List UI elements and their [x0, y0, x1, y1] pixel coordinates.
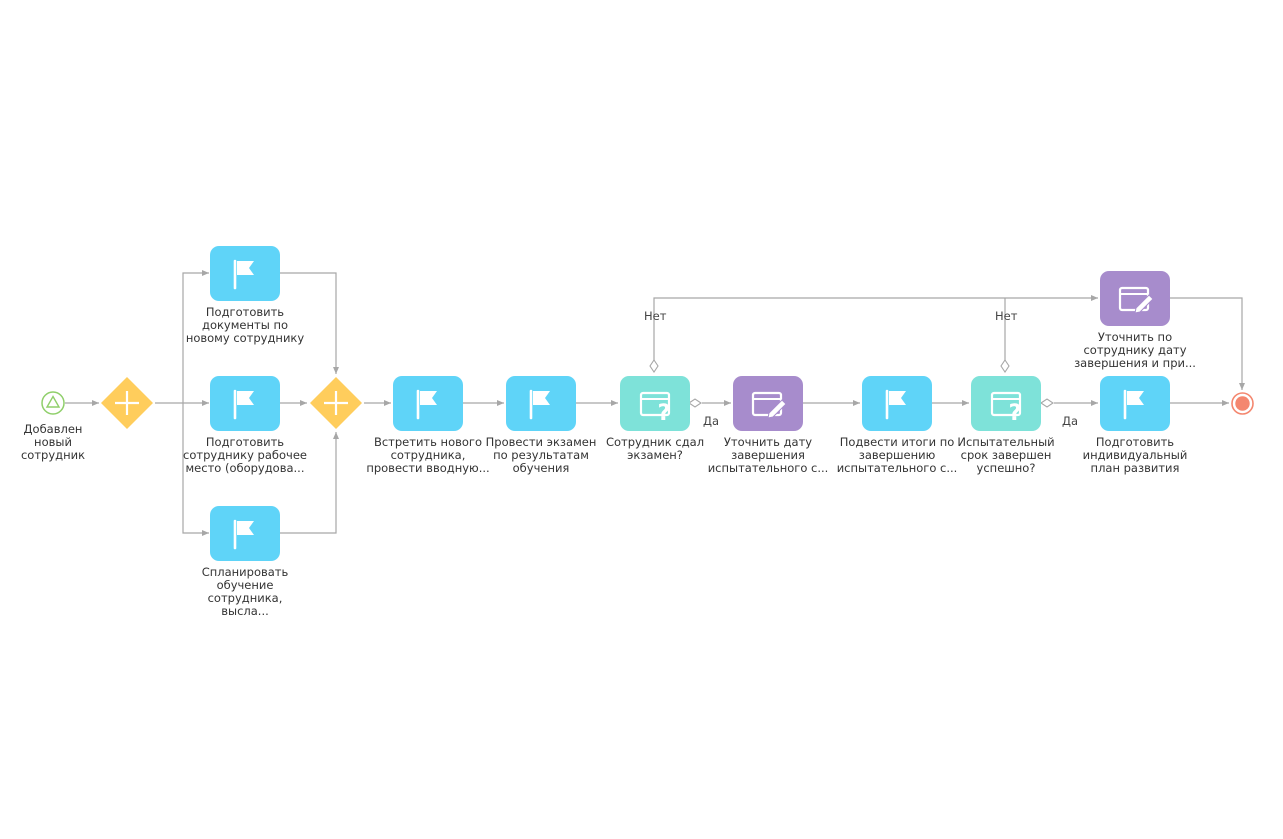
task-label-t8: Подвести итоги по завершению испытательн…	[836, 435, 958, 475]
task-t8[interactable]	[862, 376, 932, 431]
flow-label-no-exam: Нет	[644, 309, 667, 323]
start-event-icon	[41, 391, 65, 415]
edit-window-icon	[751, 391, 787, 419]
condition-diamond-t6-no	[649, 359, 659, 373]
flag-icon	[233, 519, 254, 550]
flow-t1-to-join	[280, 272, 339, 374]
task-label-t1: Подготовить документы по новому сотрудни…	[185, 305, 305, 345]
task-label-t3: Спланировать обучение сотрудника, высла.…	[201, 565, 289, 618]
flow-label-no-probation: Нет	[995, 309, 1018, 323]
task-label-t10: Подготовить индивидуальный план развития	[1082, 435, 1188, 475]
flow-t11-to-end	[1169, 297, 1245, 390]
task-t9[interactable]: ?	[971, 376, 1041, 431]
flow-t6-no-to-t11	[653, 295, 1098, 368]
task-t3[interactable]	[210, 506, 280, 561]
parallel-gateway-icon	[310, 377, 362, 429]
task-t6[interactable]: ?	[620, 376, 690, 431]
task-t4[interactable]	[393, 376, 463, 431]
condition-diamond-t9-yes	[1040, 398, 1054, 408]
condition-diamond-t9-no	[1000, 359, 1010, 373]
flow-t3-to-join	[280, 432, 339, 534]
task-label-t7: Уточнить дату завершения испытательного …	[707, 435, 829, 475]
task-label-t6: Сотрудник сдал экзамен?	[605, 435, 705, 462]
flow-label-yes-probation: Да	[1062, 414, 1079, 428]
svg-text:?: ?	[658, 401, 671, 426]
flow-split-to-t3	[182, 403, 209, 536]
flag-icon	[233, 259, 254, 290]
svg-text:?: ?	[1009, 401, 1022, 426]
task-t11[interactable]	[1100, 271, 1170, 326]
start-event[interactable]	[41, 391, 65, 415]
flow-label-yes-exam: Да	[703, 414, 720, 428]
end-event[interactable]	[1231, 392, 1254, 415]
parallel-gateway-icon	[101, 377, 153, 429]
task-t7[interactable]	[733, 376, 803, 431]
start-event-label: Добавлен новый сотрудник	[20, 422, 86, 462]
task-t2[interactable]	[210, 376, 280, 431]
flag-icon	[233, 389, 254, 420]
parallel-split-gateway[interactable]	[100, 376, 154, 430]
flow-split-to-t1	[182, 270, 209, 403]
task-label-t4: Встретить нового сотрудника, провести вв…	[366, 435, 490, 475]
task-label-t5: Провести экзамен по результатам обучения	[485, 435, 597, 475]
condition-diamond-t6-yes	[688, 398, 702, 408]
task-t10[interactable]	[1100, 376, 1170, 431]
edit-window-icon	[1118, 286, 1154, 314]
flag-icon	[416, 389, 437, 420]
end-event-icon	[1231, 392, 1254, 415]
flag-icon	[529, 389, 550, 420]
task-t5[interactable]	[506, 376, 576, 431]
question-window-icon: ?	[990, 391, 1022, 426]
task-label-t11: Уточнить по сотруднику дату завершения и…	[1074, 330, 1196, 370]
task-label-t9: Испытательный срок завершен успешно?	[957, 435, 1055, 475]
parallel-join-gateway[interactable]	[309, 376, 363, 430]
flag-icon	[885, 389, 906, 420]
question-window-icon: ?	[639, 391, 671, 426]
task-t1[interactable]	[210, 246, 280, 301]
flag-icon	[1123, 389, 1144, 420]
task-label-t2: Подготовить сотруднику рабочее место (об…	[183, 435, 307, 475]
